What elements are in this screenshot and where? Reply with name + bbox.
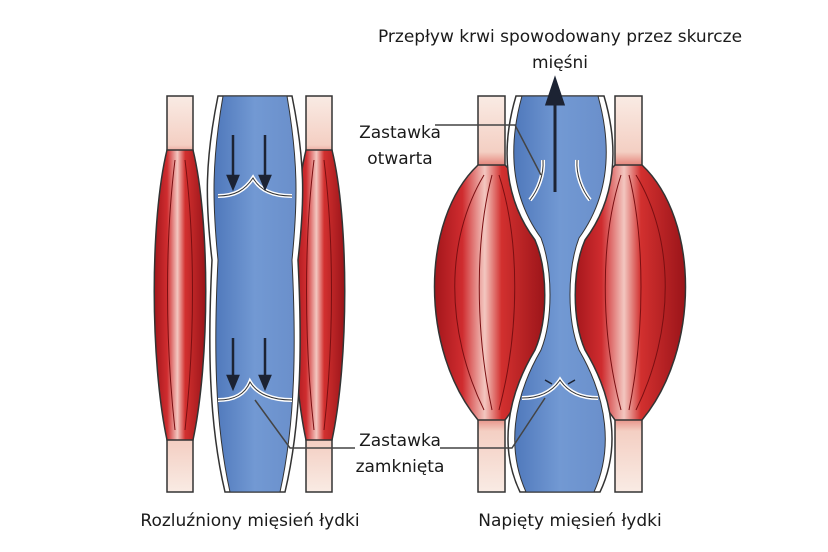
leader-valve-closed-right [440, 397, 546, 449]
title-line-2: mięśni [531, 53, 589, 73]
caption-contracted: Napięty mięsień łydki [478, 511, 662, 531]
contracted-vein [506, 75, 614, 493]
leader-lines [254, 124, 546, 449]
relaxed-vein [206, 95, 304, 493]
valve-open-label: Zastawka otwarta [350, 120, 450, 172]
leader-valve-closed-left [254, 399, 355, 449]
relaxed-muscle-left [153, 95, 207, 493]
valve-open-line-2: otwarta [367, 149, 433, 169]
diagram-title: Przepływ krwi spowodowany przez skurcze … [330, 24, 790, 76]
caption-relaxed: Rozluźniony mięsień łydki [140, 511, 360, 531]
flow-down-arrows [226, 135, 272, 392]
contracted-muscle-right [573, 95, 687, 493]
valve-open-line-1: Zastawka [359, 123, 441, 143]
relaxed-panel [153, 95, 346, 493]
contracted-muscle-left [433, 95, 547, 493]
valve-closed-line-1: Zastawka [359, 431, 441, 451]
contracted-panel [433, 75, 687, 493]
title-line-1: Przepływ krwi spowodowany przez skurcze [377, 27, 743, 47]
flow-up-arrow [544, 75, 566, 192]
leader-valve-open [435, 124, 542, 176]
valve-closed-label: Zastawka zamknięta [350, 428, 450, 480]
relaxed-muscle-right [292, 95, 346, 493]
valve-closed-line-2: zamknięta [355, 457, 445, 477]
